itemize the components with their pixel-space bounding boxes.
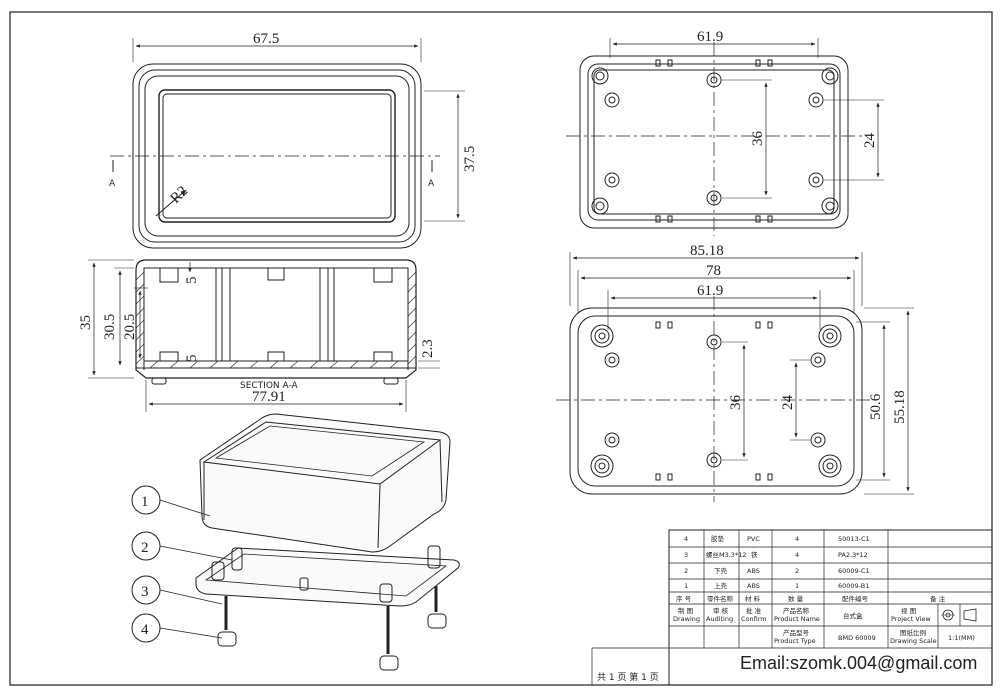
callout-3: 3 [141, 584, 149, 600]
parts-row-material: ABS [747, 567, 760, 575]
parts-row-qty: 1 [795, 582, 799, 590]
base-plate-view [556, 252, 914, 502]
dim-sec-30-5: 30.5 [102, 314, 118, 340]
dim-tr-width: 61.9 [697, 29, 723, 45]
callout-4: 4 [141, 622, 149, 638]
parts-row-no: 2 [684, 567, 688, 575]
sheet-border [9, 11, 993, 686]
section-view [88, 259, 440, 412]
section-label: SECTION A-A [240, 381, 299, 391]
parts-row-code: 60009-C1 [838, 567, 870, 575]
dim-tr-24: 24 [862, 133, 878, 149]
parts-header-name: 零件名称 [707, 594, 734, 603]
product-name-en: Product Name [774, 615, 820, 623]
product-type-value: BMD 60009 [838, 634, 876, 642]
parts-row-no: 1 [684, 582, 688, 590]
lid-top-view [110, 38, 465, 249]
dim-sec-width: 77.91 [252, 389, 286, 405]
parts-header-material: 材 料 [745, 594, 761, 603]
parts-row-material: PVC [747, 535, 760, 543]
lid-inside-view [566, 38, 884, 236]
auditing-cn: 审 核 [713, 606, 729, 615]
parts-header-code: 配件编号 [842, 594, 869, 603]
scale-value: 1:1(MM) [948, 634, 975, 642]
product-name-cn: 产品名称 [783, 606, 810, 615]
section-mark-left: A [109, 179, 116, 189]
dim-tr-36: 36 [750, 131, 766, 147]
dim-sec-5-bottom: 5 [184, 355, 200, 363]
parts-row-code: PA2.3*12 [838, 551, 868, 559]
dim-sec-35: 35 [78, 315, 94, 330]
dim-br-mid: 78 [706, 263, 721, 279]
dim-sec-5-top: 5 [184, 277, 200, 285]
product-type-en: Product Type [774, 637, 816, 645]
dim-top-height: 37.5 [462, 146, 478, 172]
dim-top-width: 67.5 [253, 31, 279, 47]
parts-header-qty: 数 量 [788, 594, 804, 603]
exploded-isometric-view [131, 413, 460, 671]
dim-br-h2: 55.18 [892, 390, 908, 424]
parts-row-qty: 4 [795, 551, 799, 559]
dim-br-24: 24 [780, 395, 796, 411]
dim-br-inner: 61.9 [697, 283, 723, 299]
parts-row-qty: 4 [795, 535, 799, 543]
page-count: 共 1 页 第 1 页 [597, 671, 659, 683]
dim-sec-2-3: 2.3 [420, 339, 436, 358]
parts-row-name: 螺丝M3.3*12 [706, 550, 746, 559]
callout-1: 1 [141, 494, 149, 510]
dim-br-h1: 50.6 [868, 393, 884, 420]
dim-br-36: 36 [728, 395, 744, 411]
product-type-cn: 产品型号 [783, 628, 810, 637]
dim-br-overall: 85.18 [690, 243, 724, 259]
parts-row-code: 60009-B1 [838, 582, 869, 590]
scale-en: Drawing Scale [890, 637, 937, 645]
parts-header-no: 序 号 [676, 594, 692, 603]
contact-email: Email:szomk.004@gmail.com [740, 653, 977, 673]
confirm-cn: 批 准 [746, 606, 762, 615]
parts-row-name: 上壳 [714, 581, 728, 590]
parts-row-no: 3 [684, 551, 688, 559]
parts-row-name: 下壳 [714, 566, 728, 575]
parts-row-code: 50013-C1 [838, 535, 870, 543]
scale-cn: 图纸比例 [900, 628, 926, 637]
projection-symbol-icon [941, 608, 977, 622]
callout-2: 2 [141, 540, 149, 556]
project-view-cn: 视 图 [901, 606, 916, 615]
confirm-en: Confirm [741, 615, 767, 623]
parts-row-qty: 2 [795, 567, 799, 575]
parts-header-note: 备 注 [930, 594, 946, 603]
section-mark-right: A [428, 179, 435, 189]
title-block-fields: 制 图 Drawing 审 核 Auditing 批 准 Confirm 产品名… [673, 606, 975, 645]
parts-table: 4 胶垫 PVC 4 50013-C1 3 螺丝M3.3*12 铁 4 PA2.… [676, 534, 946, 603]
dim-sec-20-5: 20.5 [122, 314, 138, 340]
auditing-en: Auditing [706, 615, 733, 623]
title-block-grid [591, 529, 993, 686]
parts-row-name: 胶垫 [711, 534, 725, 543]
parts-row-no: 4 [684, 535, 688, 543]
drawing-cn: 制 图 [678, 606, 693, 615]
project-view-en: Project View [891, 615, 931, 623]
drawing-en: Drawing [673, 615, 700, 623]
parts-row-material: 铁 [751, 550, 758, 559]
parts-row-material: ABS [747, 582, 760, 590]
product-name-value: 台式盒 [843, 611, 863, 620]
